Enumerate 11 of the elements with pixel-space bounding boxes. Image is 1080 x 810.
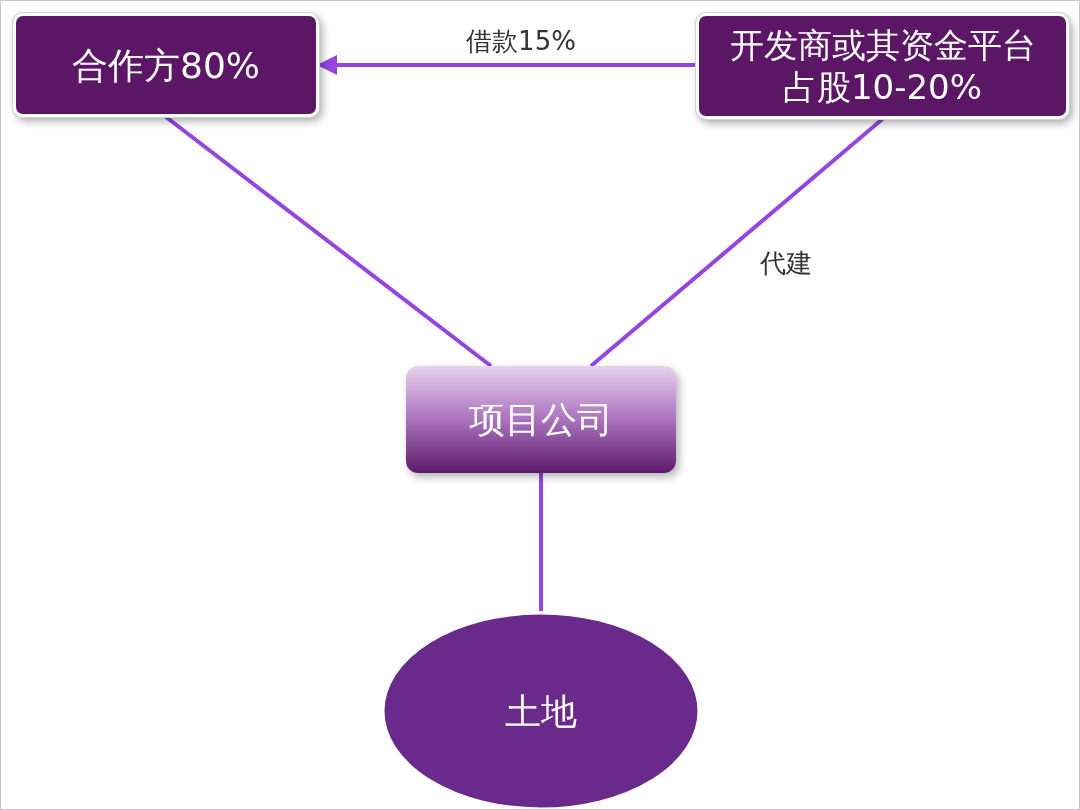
process-box (406, 366, 676, 473)
process-box (13, 13, 319, 117)
node-label: 合作方80% (72, 43, 260, 88)
node-label: 土地 (505, 689, 577, 734)
process-box (696, 13, 1069, 119)
connector-line (539, 473, 543, 611)
node-label: 项目公司 (469, 398, 613, 442)
arrow (317, 55, 696, 75)
node-label: 开发商或其资金平台占股10-20% (728, 23, 1037, 109)
connector-line (589, 117, 884, 368)
connector-line (164, 115, 493, 368)
